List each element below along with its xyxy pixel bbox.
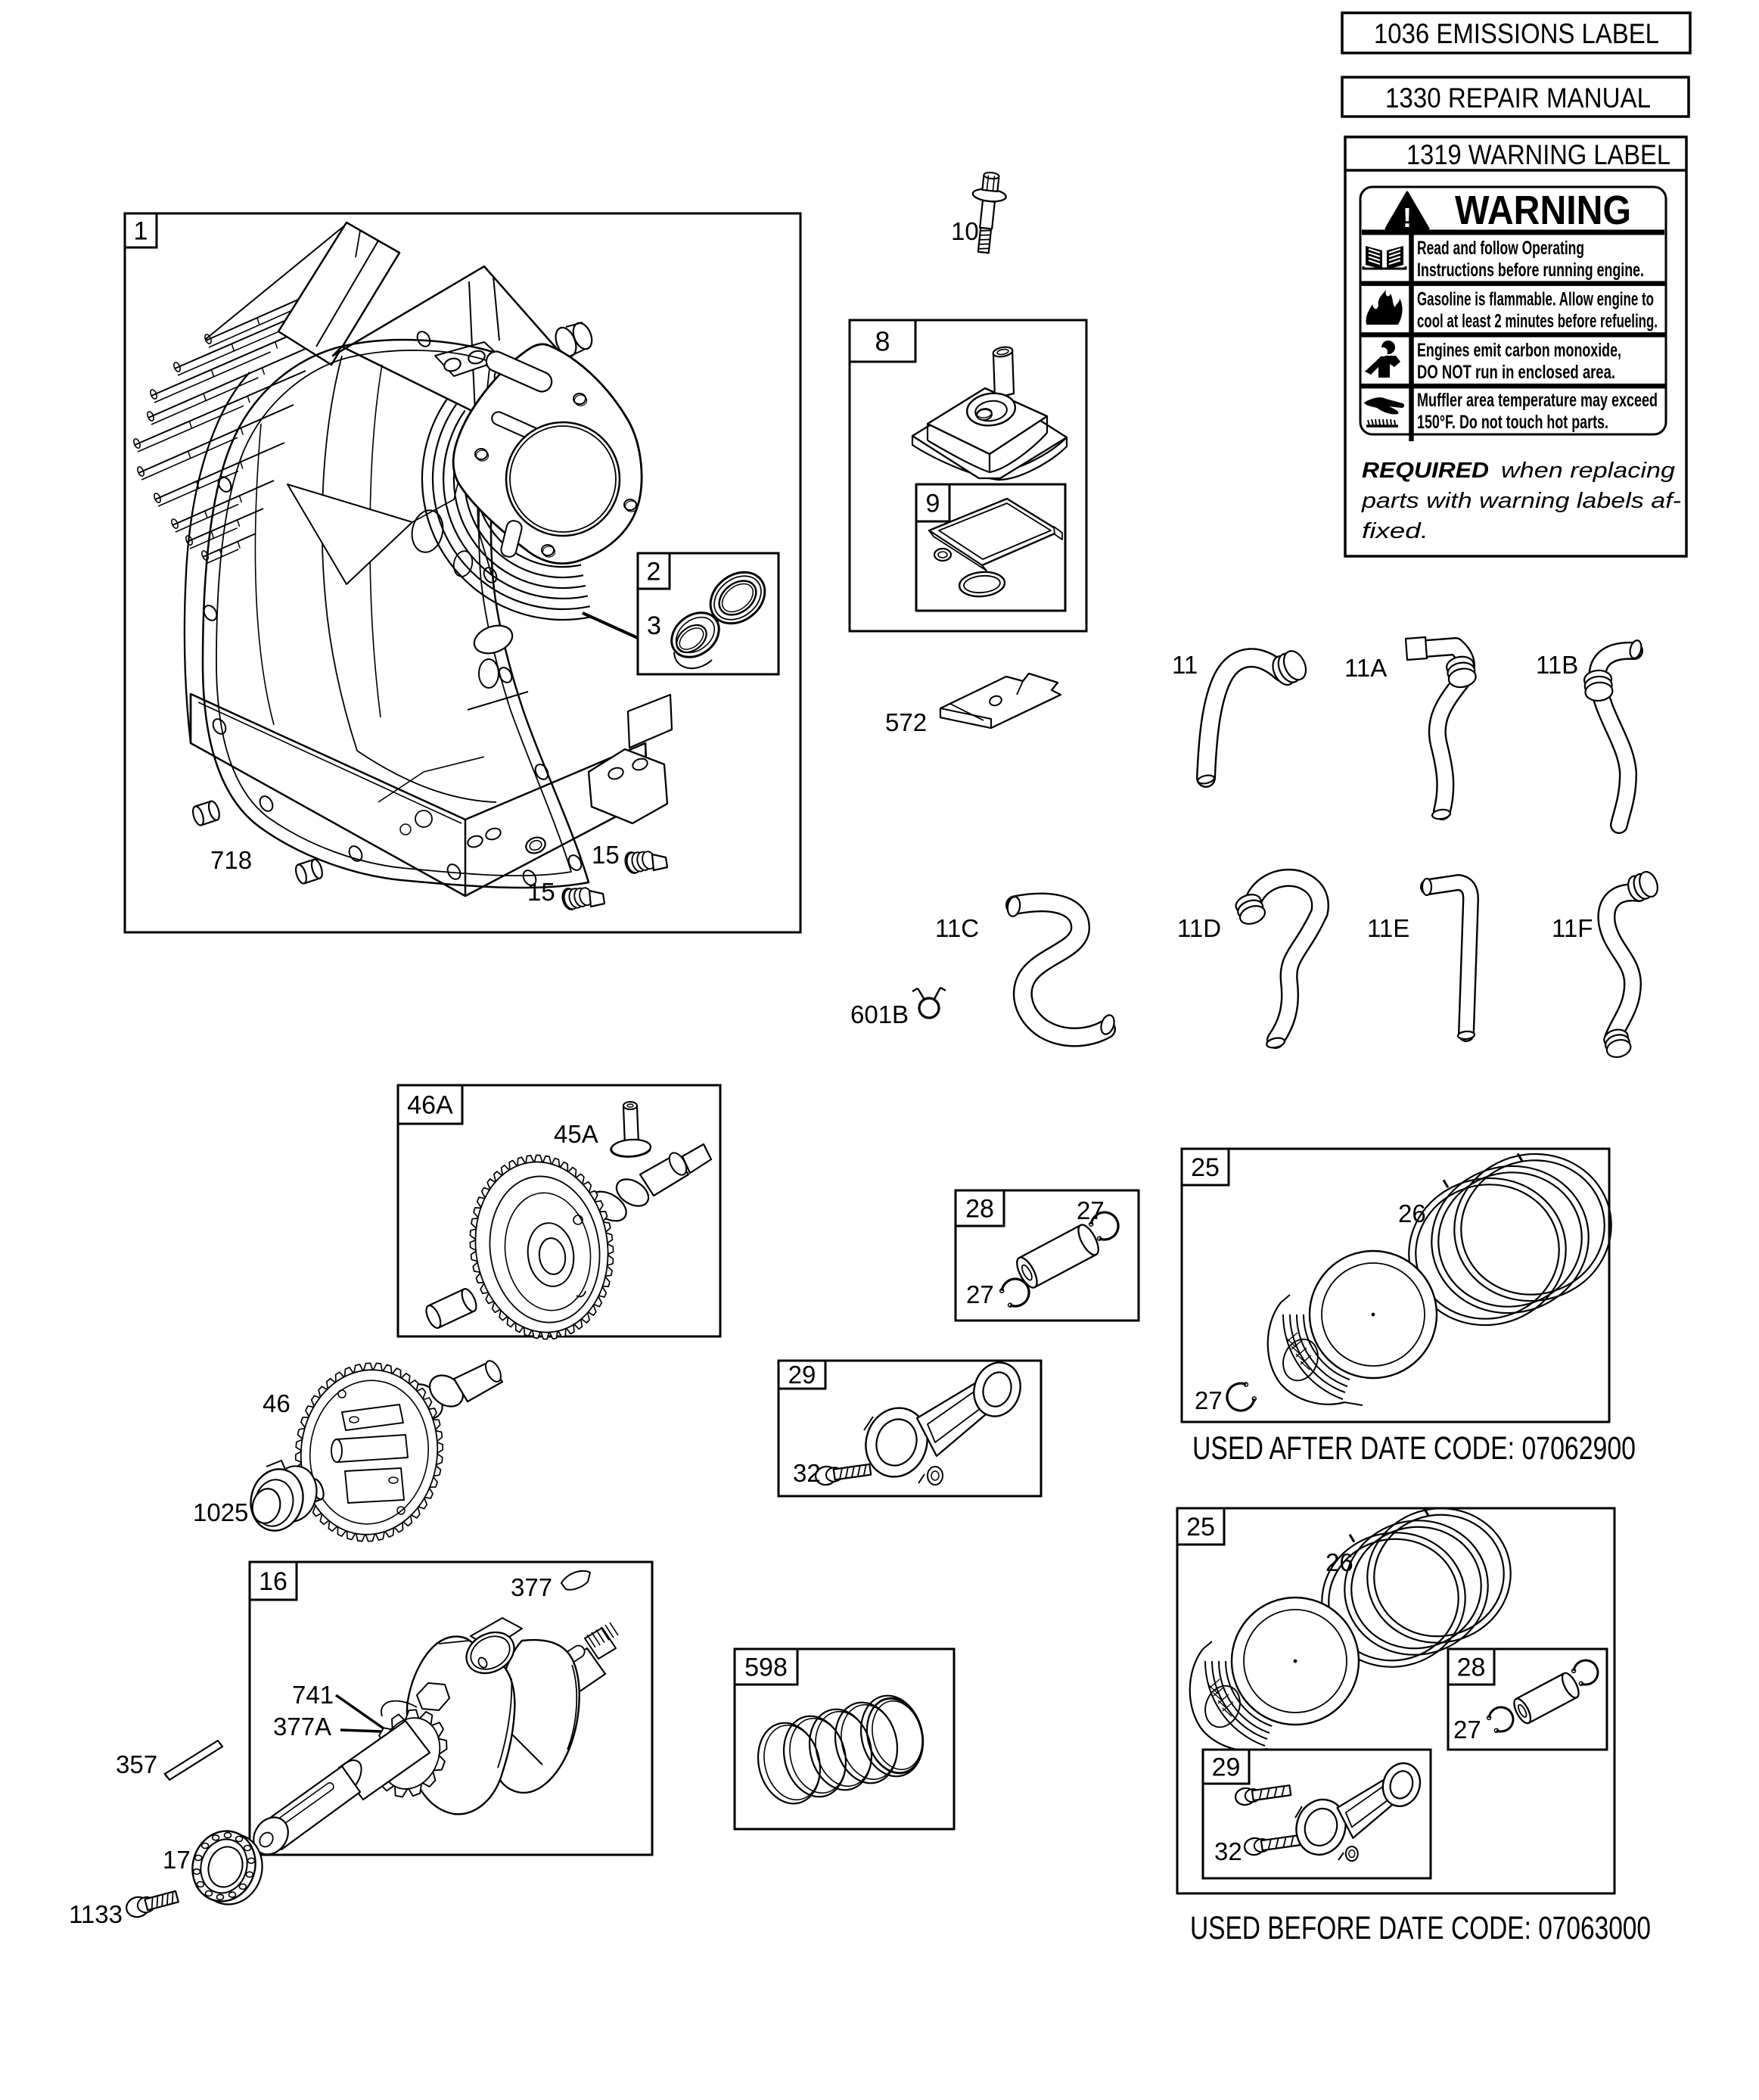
svg-text:!: ! bbox=[1403, 202, 1412, 233]
svg-text:45A: 45A bbox=[554, 1120, 598, 1148]
svg-text:15: 15 bbox=[527, 878, 555, 906]
svg-text:46: 46 bbox=[263, 1389, 291, 1417]
svg-text:718: 718 bbox=[210, 846, 252, 874]
svg-text:357: 357 bbox=[116, 1750, 157, 1778]
svg-text:9: 9 bbox=[926, 490, 940, 518]
svg-text:USED AFTER DATE CODE: 0706290: USED AFTER DATE CODE: 07062900 bbox=[1192, 1430, 1636, 1467]
svg-text:572: 572 bbox=[885, 708, 927, 736]
svg-text:11C: 11C bbox=[935, 914, 979, 942]
svg-text:DO NOT run in enclosed area.: DO NOT run in enclosed area. bbox=[1417, 362, 1615, 383]
svg-text:cool at least 2 minutes before: cool at least 2 minutes before refueling… bbox=[1417, 311, 1658, 332]
svg-text:377: 377 bbox=[511, 1573, 552, 1601]
svg-text:27: 27 bbox=[966, 1280, 994, 1308]
svg-text:27: 27 bbox=[1453, 1716, 1481, 1744]
svg-text:377A: 377A bbox=[273, 1713, 331, 1741]
svg-text:17: 17 bbox=[163, 1846, 191, 1874]
svg-text:Instructions before running en: Instructions before running engine. bbox=[1417, 260, 1644, 281]
svg-text:2: 2 bbox=[647, 558, 661, 586]
svg-text:741: 741 bbox=[292, 1681, 334, 1709]
svg-text:29: 29 bbox=[788, 1361, 816, 1389]
svg-text:32: 32 bbox=[793, 1459, 821, 1487]
svg-text:25: 25 bbox=[1191, 1153, 1220, 1182]
svg-text:11: 11 bbox=[1172, 651, 1198, 679]
svg-text:11B: 11B bbox=[1536, 651, 1578, 679]
svg-text:1025: 1025 bbox=[193, 1498, 248, 1526]
svg-text:1: 1 bbox=[134, 217, 148, 246]
svg-text:28: 28 bbox=[1457, 1654, 1486, 1682]
svg-text:10: 10 bbox=[951, 217, 979, 245]
svg-text:26: 26 bbox=[1325, 1548, 1353, 1576]
svg-text:15: 15 bbox=[592, 841, 620, 869]
svg-text:26: 26 bbox=[1398, 1199, 1426, 1227]
svg-text:USED BEFORE DATE CODE: 070630: USED BEFORE DATE CODE: 07063000 bbox=[1190, 1910, 1651, 1946]
svg-text:1319 WARNING LABEL: 1319 WARNING LABEL bbox=[1406, 139, 1670, 170]
svg-text:1330 REPAIR MANUAL: 1330 REPAIR MANUAL bbox=[1385, 82, 1651, 114]
svg-text:16: 16 bbox=[259, 1567, 287, 1596]
svg-text:WARNING: WARNING bbox=[1455, 188, 1631, 233]
svg-text:27: 27 bbox=[1195, 1386, 1223, 1414]
svg-text:150°F. Do not touch hot parts: 150°F. Do not touch hot parts. bbox=[1417, 412, 1608, 433]
svg-text:32: 32 bbox=[1214, 1837, 1242, 1865]
svg-text:fixed.: fixed. bbox=[1362, 519, 1428, 543]
svg-text:1036 EMISSIONS LABEL: 1036 EMISSIONS LABEL bbox=[1374, 18, 1659, 49]
svg-text:Gasoline is flammable. Allow e: Gasoline is flammable. Allow engine to bbox=[1417, 289, 1654, 310]
svg-text:when replacing: when replacing bbox=[1501, 459, 1675, 483]
svg-text:3: 3 bbox=[647, 611, 661, 640]
svg-text:598: 598 bbox=[744, 1654, 788, 1682]
svg-text:46A: 46A bbox=[407, 1091, 453, 1120]
svg-text:28: 28 bbox=[965, 1195, 994, 1224]
svg-text:11F: 11F bbox=[1552, 914, 1593, 942]
svg-text:parts with warning labels af-: parts with warning labels af- bbox=[1361, 489, 1681, 513]
svg-text:Engines emit carbon monoxide,: Engines emit carbon monoxide, bbox=[1417, 340, 1621, 361]
svg-text:11A: 11A bbox=[1344, 654, 1387, 682]
svg-text:Read and follow Operating: Read and follow Operating bbox=[1417, 238, 1584, 259]
svg-text:1133: 1133 bbox=[69, 1900, 123, 1928]
svg-text:601B: 601B bbox=[850, 1000, 909, 1028]
svg-text:29: 29 bbox=[1212, 1753, 1241, 1782]
svg-text:Muffler area temperature may e: Muffler area temperature may exceed bbox=[1417, 390, 1658, 411]
svg-text:11E: 11E bbox=[1367, 914, 1409, 942]
svg-text:25: 25 bbox=[1186, 1513, 1215, 1542]
svg-text:11D: 11D bbox=[1177, 914, 1221, 942]
svg-text:27: 27 bbox=[1077, 1196, 1105, 1224]
svg-text:REQUIRED: REQUIRED bbox=[1362, 459, 1489, 483]
svg-text:8: 8 bbox=[875, 325, 890, 356]
